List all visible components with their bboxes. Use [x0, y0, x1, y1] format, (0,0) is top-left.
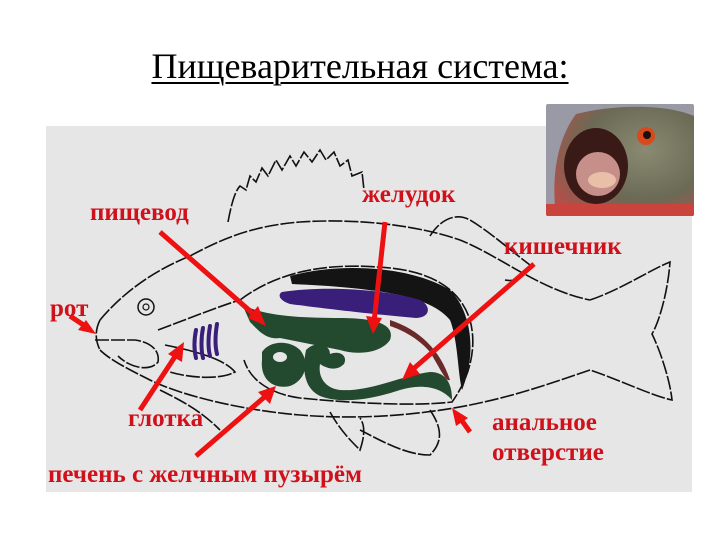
stomach-organ — [242, 304, 391, 353]
label-arrows — [68, 221, 536, 458]
page-title: Пищеварительная система: — [0, 44, 720, 88]
intestine-organ — [304, 344, 452, 401]
label-intestine: кишечник — [504, 233, 622, 260]
piranha-photo — [546, 104, 694, 216]
liver-organ — [261, 342, 306, 387]
gills — [192, 322, 219, 360]
eye-icon — [137, 298, 155, 316]
kidney-organ — [290, 267, 471, 390]
label-stomach: желудок — [362, 181, 456, 208]
title-text: Пищеварительная система: — [151, 46, 569, 86]
label-liver: печень с желчным пузырём — [48, 461, 363, 488]
label-anus-line1: анальное — [492, 409, 597, 436]
label-pharynx: глотка — [128, 405, 204, 432]
label-esophagus: пищевод — [90, 199, 189, 226]
swim-bladder-organ — [279, 288, 428, 318]
gonad-organ — [390, 320, 450, 381]
label-mouth: рот — [50, 295, 89, 322]
label-anus-line2: отверстие — [492, 439, 604, 466]
